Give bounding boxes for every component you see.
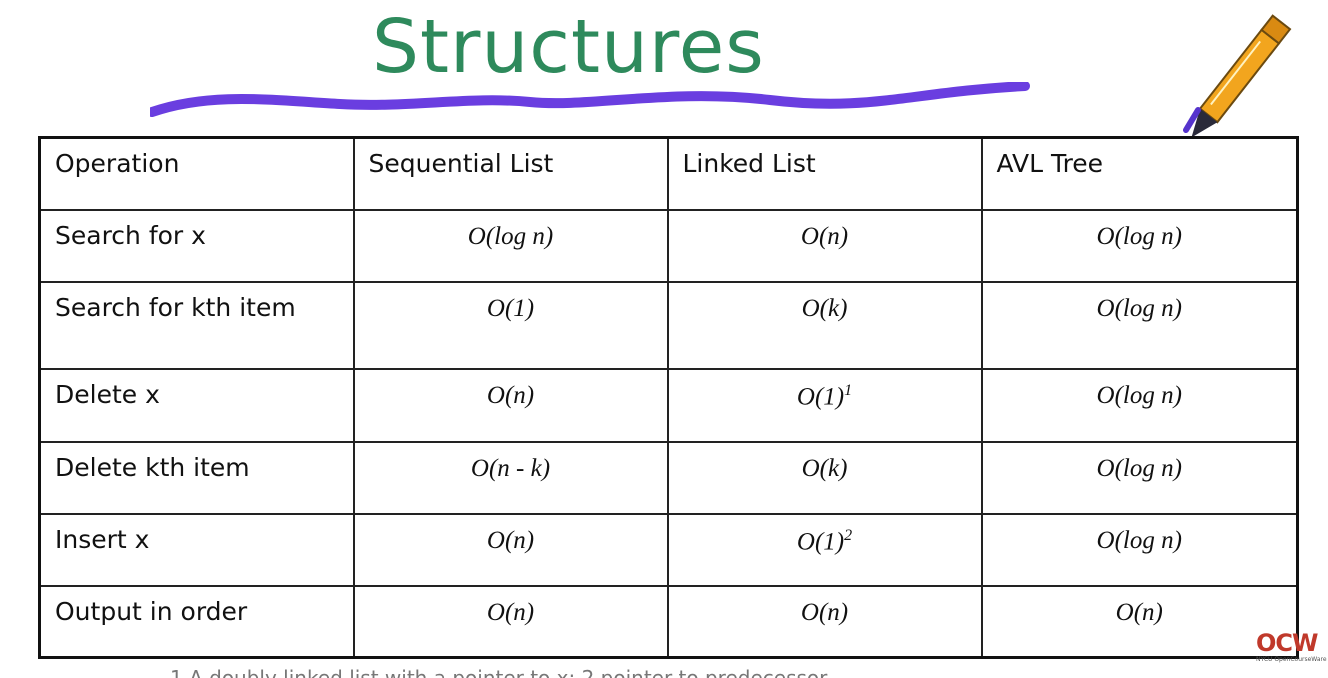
avl-cell: O(log n) — [980, 512, 1299, 587]
ocw-logo: OCW NYCU OpenCourseWare — [1256, 630, 1328, 670]
header-sequential-list: Sequential List — [352, 136, 669, 211]
table-row: Insert x O(n) O(1)2 O(log n) — [38, 512, 1299, 587]
sequential-cell: O(n) — [352, 512, 669, 587]
sequential-cell: O(1) — [352, 280, 669, 370]
operation-cell: Search for x — [38, 208, 355, 283]
decorative-squiggle — [150, 82, 1030, 117]
sequential-cell: O(n) — [352, 584, 669, 659]
operation-cell: Output in order — [38, 584, 355, 659]
avl-cell: O(log n) — [980, 367, 1299, 443]
footnote-marker: 2 — [844, 526, 853, 544]
table-row: Search for kth item O(1) O(k) O(log n) — [38, 280, 1299, 370]
table-row: Search for x O(log n) O(n) O(log n) — [38, 208, 1299, 283]
operation-cell: Delete kth item — [38, 440, 355, 515]
linked-cell: O(k) — [666, 440, 983, 515]
sequential-cell: O(log n) — [352, 208, 669, 283]
complexity-table: Operation Sequential List Linked List AV… — [38, 136, 1299, 659]
sequential-cell: O(n) — [352, 367, 669, 443]
logo-text: OCW — [1256, 629, 1319, 657]
linked-value: O(1) — [796, 382, 845, 410]
header-avl-tree: AVL Tree — [980, 136, 1299, 211]
pen-icon — [1183, 14, 1292, 138]
avl-cell: O(n) — [980, 584, 1299, 659]
slide-title: Structures — [372, 4, 765, 90]
avl-cell: O(log n) — [980, 440, 1299, 515]
operation-cell: Insert x — [38, 512, 355, 587]
table-header-row: Operation Sequential List Linked List AV… — [38, 136, 1299, 211]
header-linked-list: Linked List — [666, 136, 983, 211]
linked-cell: O(1)2 — [666, 512, 983, 587]
sequential-cell: O(n - k) — [352, 440, 669, 515]
table-row: Output in order O(n) O(n) O(n) — [38, 584, 1299, 659]
footnote-marker: 1 — [844, 381, 853, 399]
linked-cell: O(1)1 — [666, 367, 983, 443]
table-row: Delete kth item O(n - k) O(k) O(log n) — [38, 440, 1299, 515]
avl-cell: O(log n) — [980, 208, 1299, 283]
linked-cell: O(k) — [666, 280, 983, 370]
operation-cell: Search for kth item — [38, 280, 355, 370]
footnote-text: 1 A doubly linked list with a pointer to… — [170, 666, 828, 678]
logo-subtext: NYCU OpenCourseWare — [1256, 656, 1327, 663]
header-operation: Operation — [38, 136, 355, 211]
linked-cell: O(n) — [666, 584, 983, 659]
linked-value: O(1) — [796, 527, 845, 555]
linked-cell: O(n) — [666, 208, 983, 283]
avl-cell-highlighted: O(log n) — [980, 280, 1299, 370]
operation-cell: Delete x — [38, 367, 355, 443]
table-row: Delete x O(n) O(1)1 O(log n) — [38, 367, 1299, 443]
